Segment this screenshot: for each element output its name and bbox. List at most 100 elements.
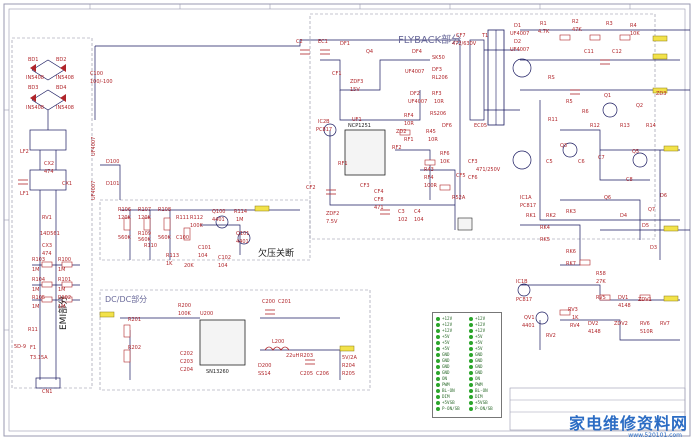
pin-label: +5V: [442, 340, 450, 345]
label-q7: Q7: [648, 207, 656, 213]
ic-sn13260: [199, 319, 246, 366]
label-rf4: RF4: [404, 113, 414, 119]
pin-label: +12V: [475, 322, 486, 327]
pin-dot-icon: [436, 359, 440, 363]
pin-label: BL-ON: [475, 388, 488, 393]
label-in5408-b: IN5408: [56, 75, 74, 81]
pin-dot-icon: [469, 323, 473, 327]
label-r2: R2: [572, 19, 579, 25]
pin-dot-icon: [469, 335, 473, 339]
label-c201: C201: [278, 299, 292, 305]
pin-label: +5V: [475, 346, 483, 351]
label-10r-c: 10R: [428, 137, 438, 143]
label-c5: C5: [546, 159, 553, 165]
label-rk7: RK7: [566, 261, 576, 267]
label-c206: C206: [316, 371, 330, 377]
pin-right-row: GND: [469, 352, 499, 358]
pin-label: +5V: [475, 334, 483, 339]
pin-label: P-ON/SB: [442, 406, 460, 411]
label-cf4: CF4: [374, 189, 384, 195]
pin-dot-icon: [436, 329, 440, 333]
label-c204: C204: [180, 367, 194, 373]
label-t1: T1: [482, 33, 489, 39]
label-rk5: RK5: [540, 237, 550, 243]
label-4148-a: 4148: [618, 303, 631, 309]
pin-right-row: +12V: [469, 316, 499, 322]
pin-label: P-ON/SB: [475, 406, 493, 411]
label-uf4007-a: UF4007: [405, 69, 425, 75]
label-rl206: RL206: [432, 75, 448, 81]
label-q3: Q3: [560, 143, 568, 149]
label-rv4: RV4: [570, 323, 580, 329]
pin-label: +5VSB: [475, 400, 488, 405]
label-rs206: RS206: [430, 111, 447, 117]
pin-right-row: +12V: [469, 322, 499, 328]
label-cf6: CF6: [468, 175, 478, 181]
label-pc817-c: PC817: [516, 297, 533, 303]
pin-dot-icon: [436, 389, 440, 393]
pin-label: DIM: [475, 394, 483, 399]
label-d101: D101: [106, 181, 120, 187]
label-472-630v: 472/630V: [452, 41, 477, 47]
label-cn1: CN1: [42, 389, 53, 395]
pin-label: GND: [442, 358, 450, 363]
label-c203: C203: [180, 359, 194, 365]
label-r109: R109: [138, 231, 152, 237]
label-20k: 1K: [166, 261, 173, 267]
pin-label: ON: [442, 376, 448, 381]
pin-left-row: +12V: [436, 328, 466, 334]
label-r11: R11: [28, 327, 38, 333]
label-r205: R205: [342, 371, 356, 377]
pin-label: GND: [442, 364, 450, 369]
pin-right-row: +5V: [469, 334, 499, 340]
pin-left-row: +5VSB: [436, 400, 466, 406]
label-rv1: RV1: [42, 215, 52, 221]
label-d1: D1: [514, 23, 522, 29]
label-bd3: BD3: [28, 85, 39, 91]
pin-dot-icon: [436, 407, 440, 411]
label-c202: C202: [180, 351, 194, 357]
label-df2: DF2: [410, 91, 420, 97]
pin-right-row: +5V: [469, 340, 499, 346]
pin-dot-icon: [469, 341, 473, 345]
bridge-diodes: [30, 64, 66, 102]
pin-left-row: +12V: [436, 316, 466, 322]
label-r200: R200: [178, 303, 192, 309]
label-d5: D5: [642, 223, 650, 229]
label-r110: R110: [144, 243, 158, 249]
label-in5408-c: IN5408: [26, 105, 44, 111]
label-cf5: CF5: [456, 173, 466, 179]
label-r3: R3: [606, 21, 613, 27]
label-sn13260: SN13260: [206, 369, 229, 375]
label-c7: C7: [598, 155, 605, 161]
net-tags: [99, 35, 679, 352]
label-lf2: LF2: [20, 149, 29, 155]
pin-label: GND: [442, 370, 450, 375]
transistors: [215, 58, 648, 325]
label-c100-val: 100/-100: [90, 79, 113, 85]
label-104-c: 20K: [184, 263, 194, 269]
pin-label: GND: [475, 364, 483, 369]
label-100k-dc: 100K: [178, 311, 191, 317]
pin-right-row: DIM: [469, 394, 499, 400]
label-r203: R203: [300, 353, 314, 359]
label-dv1: DV1: [618, 295, 629, 301]
pin-label: +12V: [442, 328, 453, 333]
label-c101: C101: [198, 245, 212, 251]
label-rf6: RF6: [440, 151, 450, 157]
label-cf8: CF8: [374, 197, 384, 203]
label-zdf2: ZDF2: [326, 211, 340, 217]
region-dcdc: [99, 289, 371, 391]
pin-label: +12V: [442, 322, 453, 327]
pin-left-row: PWM: [436, 382, 466, 388]
pin-dot-icon: [436, 377, 440, 381]
pin-left-row: +5V: [436, 334, 466, 340]
pin-right-row: P-ON/SB: [469, 406, 499, 412]
label-df1: DF1: [340, 41, 350, 47]
label-4401-uv: 4401: [212, 217, 225, 223]
pin-dot-icon: [469, 407, 473, 411]
pin-dot-icon: [469, 377, 473, 381]
label-rf2: RF2: [392, 145, 402, 151]
